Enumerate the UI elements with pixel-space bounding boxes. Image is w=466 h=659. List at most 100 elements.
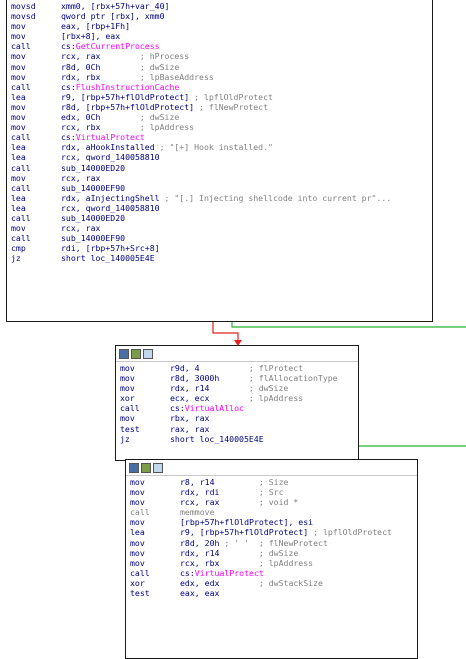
mnemonic: call [11, 212, 31, 223]
mnemonic: mov [11, 31, 26, 42]
mnemonic: mov [120, 383, 135, 394]
operand: rcx, rax [61, 51, 140, 62]
asm-line[interactable]: jz short loc_140005E4E [11, 253, 432, 263]
comment: ; dwStackSize [258, 577, 323, 588]
asm-line[interactable]: mov[rbx+8], eax [11, 31, 432, 41]
asm-line[interactable]: call sub_14000ED20 [11, 213, 432, 223]
comment: ; "[+] Hook installed." [159, 142, 273, 153]
mnemonic: jz [11, 253, 21, 264]
edit-icon[interactable] [141, 462, 151, 473]
operand: edx, 0Ch [61, 112, 140, 123]
comment: ; dwSize [258, 547, 299, 558]
operand: r8d, 3000h [170, 373, 249, 384]
operand: eax, eax [180, 588, 220, 599]
comment: ; lpAddress [258, 557, 314, 568]
api-name[interactable]: VirtualProtect [194, 567, 264, 578]
mnemonic: call [11, 41, 31, 52]
operand: cs: [61, 132, 76, 143]
mnemonic: mov [130, 517, 145, 528]
operand: qword ptr [rbx], xmm0 [61, 11, 165, 22]
operand: short loc_140005E4E [170, 433, 264, 444]
mnemonic: mov [11, 51, 26, 62]
edge-arrow-block2 [234, 340, 242, 346]
mnemonic: cmp [11, 243, 26, 254]
comment: ; lpflOldProtect [194, 91, 273, 102]
mnemonic: xor [130, 577, 145, 588]
table-icon[interactable] [153, 462, 163, 473]
comment: ; flAllocationType [248, 373, 338, 384]
api-name[interactable]: GetCurrentProcess [75, 41, 160, 52]
graph-icon[interactable] [119, 348, 129, 359]
api-name[interactable]: VirtualProtect [75, 132, 145, 143]
mnemonic: lea [11, 91, 26, 102]
comment: ; dwSize [139, 112, 180, 123]
operand: rcx, qword_140058810 [61, 202, 160, 213]
api-name[interactable]: FlushInstructionCache [75, 81, 180, 92]
block-header [126, 460, 417, 476]
mnemonic: test [120, 423, 140, 434]
mnemonic: mov [130, 537, 145, 548]
operand: sub_14000ED20 [61, 212, 126, 223]
edit-icon[interactable] [131, 348, 141, 359]
api-name[interactable]: VirtualAlloc [184, 403, 244, 414]
comment: ; void * [258, 497, 299, 508]
mnemonic: mov [11, 122, 26, 133]
asm-line[interactable]: test rax, rax [120, 424, 358, 434]
mnemonic: mov [120, 363, 135, 373]
operand: rax, rax [170, 423, 210, 434]
operand: short loc_140005E4E [61, 253, 155, 264]
asm-line[interactable]: mov [rbp+57h+flOldProtect], esi [130, 517, 417, 527]
operand: [rbp+57h+flOldProtect], esi [180, 517, 314, 528]
table-icon[interactable] [143, 348, 153, 359]
mnemonic: call [11, 233, 31, 244]
graph-icon[interactable] [129, 462, 139, 473]
operand: sub_14000EF90 [61, 182, 126, 193]
